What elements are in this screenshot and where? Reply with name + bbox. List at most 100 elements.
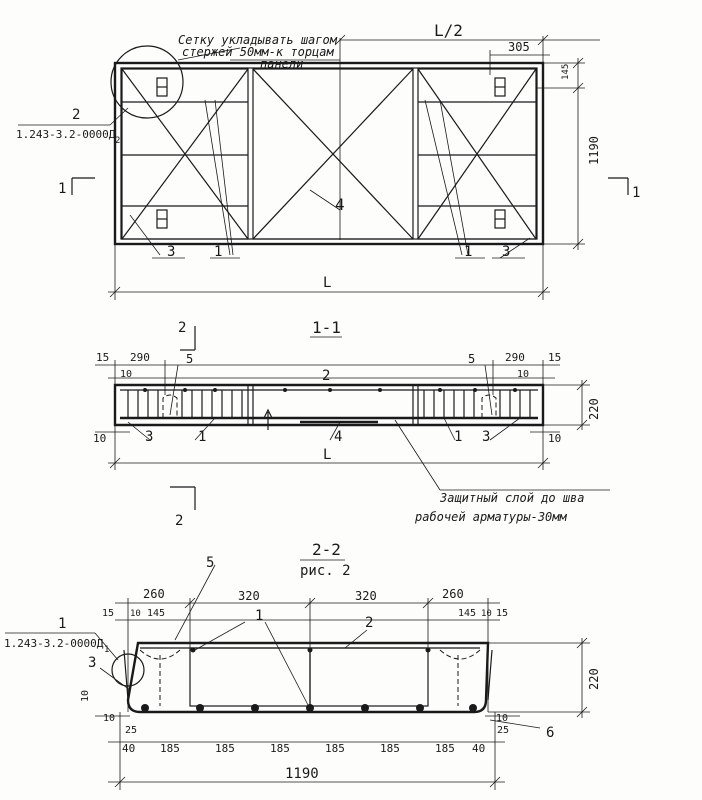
dim-15-left: 15 [102, 608, 114, 619]
leader-5 [169, 364, 179, 416]
right-mesh [417, 68, 537, 240]
dim-220: 220 [587, 668, 601, 690]
length-label: L [323, 447, 331, 463]
section-title: 1-1 [312, 318, 341, 337]
dim-tick [334, 34, 346, 46]
dim-10-side: 10 [80, 690, 91, 702]
dim-tick [537, 457, 549, 469]
leader-5 [174, 564, 216, 641]
dim-10-left-bottom: 10 [93, 432, 106, 445]
dim-10-bottom-left: 10 [103, 713, 115, 724]
rebar-top [307, 647, 313, 653]
pos-3-right: 3 [502, 244, 510, 260]
dim-290-left: 290 [130, 351, 150, 364]
ref-code: 1.243-3.2-0000Д [16, 128, 116, 141]
rebar-bottom [141, 704, 149, 712]
ref-number: 1 [58, 616, 66, 632]
leader-1 [214, 99, 234, 256]
cover-note-1: Защитный слой до шва [439, 491, 585, 505]
key-left [123, 649, 129, 701]
note-line-3: панели [260, 57, 303, 71]
leader-1 [194, 417, 216, 441]
diagonal [252, 68, 414, 240]
leader-cover [394, 419, 441, 491]
ref-code-sub: 1 [104, 645, 109, 655]
dim-10-right-top: 10 [517, 369, 529, 380]
dim-tick [576, 419, 588, 431]
bottom-dim: 185 [435, 742, 455, 755]
ref-code-sub: 2 [115, 136, 120, 146]
cut-mark-label-bottom: 2 [175, 513, 183, 529]
dim-tick [184, 597, 196, 609]
slab-section-outline [126, 641, 490, 714]
loop-arc [139, 649, 181, 660]
leader-1a [194, 621, 246, 651]
dim-tick [114, 776, 126, 788]
rebar-top [190, 647, 196, 653]
dim-tick [422, 597, 434, 609]
dim-15-right: 15 [548, 351, 561, 364]
section-title: 2-2 [312, 540, 341, 559]
dim-260-left: 260 [143, 587, 165, 601]
lifting-loop [162, 394, 178, 418]
total-width: 1190 [285, 766, 319, 782]
rebar-dot [473, 388, 477, 392]
rebar-dot [143, 388, 147, 392]
loop-arc [439, 649, 481, 660]
leader-1b [264, 621, 309, 706]
dim-320-b: 320 [355, 589, 377, 603]
leader-4 [329, 421, 341, 441]
ref-code: 1.243-3.2-0000Д [4, 637, 104, 650]
dim-10-right-bottom: 10 [548, 432, 561, 445]
leader-1r [424, 99, 463, 256]
cut-mark-label: 2 [178, 320, 186, 336]
section-mark-right-label: 1 [632, 185, 640, 201]
leader-1r [443, 417, 456, 441]
pos-4: 4 [334, 429, 342, 445]
rebar-dot [283, 388, 287, 392]
dim-10-left-top: 10 [120, 369, 132, 380]
dim-10-right: 10 [481, 609, 492, 619]
dim-320-a: 320 [238, 589, 260, 603]
bottom-dim: 40 [122, 742, 135, 755]
pos-5-left: 5 [186, 352, 193, 366]
pos-4: 4 [335, 195, 345, 214]
pos-6: 6 [546, 725, 554, 741]
pos-3-left: 3 [145, 429, 153, 445]
rebar-top [425, 647, 431, 653]
rebar-dot [183, 388, 187, 392]
rebar-bottom [469, 704, 477, 712]
dim-145-right: 145 [458, 608, 476, 619]
pos-1-left: 1 [198, 429, 206, 445]
dim-10-bottom-right: 10 [496, 713, 508, 724]
rebar-bottom [196, 704, 204, 712]
leader-2 [344, 629, 368, 649]
bottom-dim: 185 [215, 742, 235, 755]
dim-15-right: 15 [496, 608, 508, 619]
dim-15-left: 15 [96, 351, 109, 364]
rebar-bottom [251, 704, 259, 712]
rebar-bottom [306, 704, 314, 712]
dim-tick [109, 457, 121, 469]
support-arrow-head [263, 408, 273, 419]
half-length-label: L/2 [434, 21, 463, 40]
panel-inner-outline [120, 67, 538, 240]
dim-tick [489, 776, 501, 788]
plan-view: Сетку укладывать шагом стержей 50мм-к то… [16, 21, 640, 300]
rebar-bottom [361, 704, 369, 712]
dim-tick [572, 57, 584, 69]
note-leader [177, 47, 241, 61]
dim-260-right: 260 [442, 587, 464, 601]
pos-2: 2 [365, 615, 373, 631]
key-right [487, 649, 493, 701]
dim-tick [576, 706, 588, 718]
pos-1-right: 1 [454, 429, 462, 445]
dim-220: 220 [587, 398, 601, 420]
rebar-dot [328, 388, 332, 392]
leader-5r [484, 364, 493, 416]
leader-3 [129, 214, 161, 256]
leader-6 [489, 719, 541, 729]
pos-3-left: 3 [167, 244, 175, 260]
leader-4 [309, 189, 341, 211]
